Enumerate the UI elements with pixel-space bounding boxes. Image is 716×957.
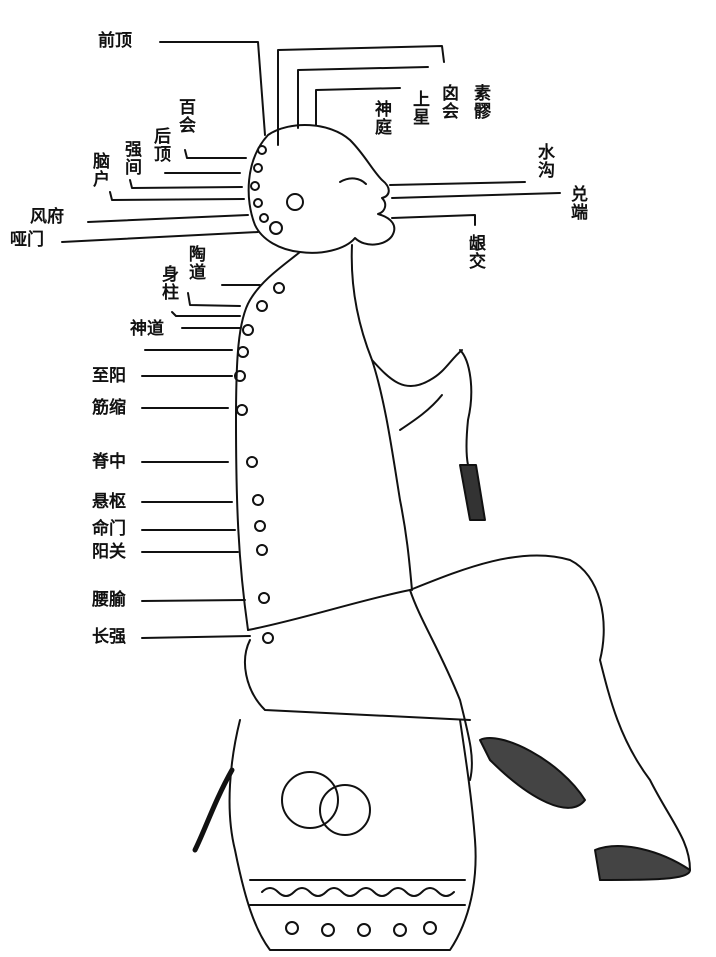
label-xuanshu: 悬枢 — [92, 492, 126, 512]
label-shendao: 神道 — [130, 319, 164, 339]
label-changqiang: 长强 — [92, 627, 126, 647]
label-taodao: 陶道 — [185, 245, 205, 281]
label-xinhui: 囟会 — [438, 84, 458, 120]
label-shenzhu: 身柱 — [158, 265, 178, 301]
leader-lines — [61, 41, 561, 639]
label-naohu: 脑户 — [89, 152, 109, 188]
label-shangxing: 上星 — [409, 90, 429, 126]
label-duiduan: 兑端 — [567, 185, 587, 221]
label-suliao: 素髎 — [470, 84, 490, 120]
figure-outline — [192, 124, 691, 951]
label-yaoshu: 腰腧 — [92, 590, 126, 610]
label-qianding: 前顶 — [98, 31, 132, 51]
label-yangguan: 阳关 — [92, 542, 126, 562]
label-jinsuo: 筋缩 — [92, 398, 126, 418]
label-houding: 后顶 — [150, 127, 170, 163]
label-jizhong: 脊中 — [92, 452, 126, 472]
label-shenting: 神庭 — [371, 100, 391, 136]
label-yinjiao: 龈交 — [465, 234, 485, 270]
label-mingmen: 命门 — [92, 519, 126, 539]
label-shuigou: 水沟 — [534, 143, 554, 179]
label-yamen: 哑门 — [10, 230, 44, 250]
label-qiangjian: 强间 — [121, 140, 141, 176]
label-baihui: 百会 — [175, 98, 195, 134]
label-fengfu: 风府 — [30, 207, 64, 227]
label-zhiyang: 至阳 — [92, 366, 126, 386]
acupoint-markers — [234, 145, 285, 644]
